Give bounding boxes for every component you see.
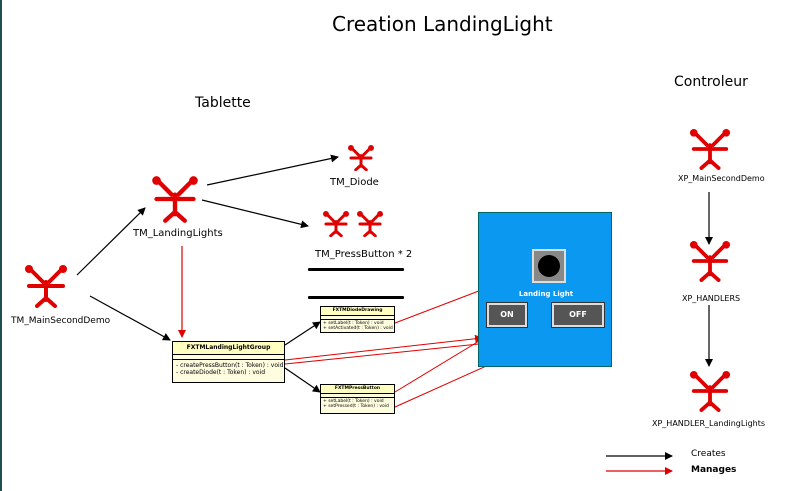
- divider-bar: [308, 268, 404, 271]
- section-controleur: Controleur: [674, 74, 748, 90]
- node-xp-handlers-label: XP_HANDLERS: [682, 294, 741, 303]
- uml-attr-compartment: [321, 394, 394, 398]
- actor-icon: [25, 265, 67, 308]
- legend-manages-label: Manages: [691, 465, 737, 475]
- arrow-landing-to-diode: [206, 154, 339, 186]
- node-tm-diode-label: TM_Diode: [330, 177, 379, 188]
- actor-icon: [689, 128, 731, 170]
- actor-icon: [152, 176, 198, 223]
- node-tm-press-label: TM_PressButton * 2: [315, 249, 413, 260]
- light-indicator-frame: [532, 249, 566, 283]
- uml-op: + setPressed(t : Token) : void: [323, 404, 389, 409]
- uml-class-name: FXTMDiodeDrawing: [321, 307, 394, 316]
- on-button[interactable]: ON: [486, 302, 528, 328]
- actor-icon: [348, 145, 374, 171]
- uml-attr-compartment: [173, 355, 284, 360]
- node-xp-main-label: XP_MainSecondDemo: [678, 174, 765, 183]
- landing-light-panel: Landing Light ON OFF: [478, 212, 612, 367]
- arrow-group-manages-on: [284, 334, 483, 361]
- uml-attr-compartment: [321, 316, 394, 320]
- uml-class-name: FXTMPressButton: [321, 385, 394, 394]
- arrow-main-to-landing: [76, 207, 146, 276]
- uml-op: + setLabel(t : Token) : void: [323, 399, 384, 404]
- uml-op: - createPressButton(t : Token) : void: [176, 362, 284, 369]
- actor-icon: [357, 211, 383, 237]
- section-tablette: Tablette: [195, 95, 251, 111]
- panel-label: Landing Light: [518, 290, 574, 298]
- uml-class-landing-light-group: FXTMLandingLightGroup - createPressButto…: [172, 341, 285, 383]
- node-xp-handler-landing-label: XP_HANDLER_LandingLights: [652, 419, 766, 428]
- uml-ops: + setLabel(t : Token) : void + setActiva…: [321, 320, 394, 332]
- arrow-landing-to-press: [201, 199, 309, 229]
- uml-class-diode-drawing: FXTMDiodeDrawing + setLabel(t : Token) :…: [320, 306, 395, 333]
- uml-ops: - createPressButton(t : Token) : void - …: [173, 360, 284, 378]
- uml-class-press-button: FXTMPressButton + setLabel(t : Token) : …: [320, 384, 395, 414]
- uml-op: + setActivated(t : Token) : void: [323, 326, 393, 331]
- actor-icon: [323, 211, 349, 237]
- node-tm-main-label: TM_MainSecondDemo: [11, 316, 111, 326]
- light-indicator-icon: [538, 255, 560, 277]
- legend-creates-label: Creates: [691, 449, 726, 459]
- uml-op: - createDiode(t : Token) : void: [176, 369, 266, 376]
- arrow-group-to-press-button: [284, 367, 321, 393]
- divider-bar: [308, 296, 404, 299]
- actor-icon: [689, 370, 731, 412]
- actor-icon: [689, 240, 731, 282]
- uml-class-name: FXTMLandingLightGroup: [173, 342, 284, 355]
- arrow-group-to-diode-drawing: [284, 321, 321, 346]
- off-button[interactable]: OFF: [551, 302, 605, 328]
- arrow-main-to-group: [89, 295, 171, 341]
- node-tm-landing-label: TM_LandingLights: [133, 228, 223, 239]
- uml-op: + setLabel(t : Token) : void: [323, 321, 384, 326]
- arrow-press-manages-on: [394, 331, 495, 393]
- diagram-title: Creation LandingLight: [332, 12, 553, 36]
- uml-ops: + setLabel(t : Token) : void + setPresse…: [321, 398, 394, 410]
